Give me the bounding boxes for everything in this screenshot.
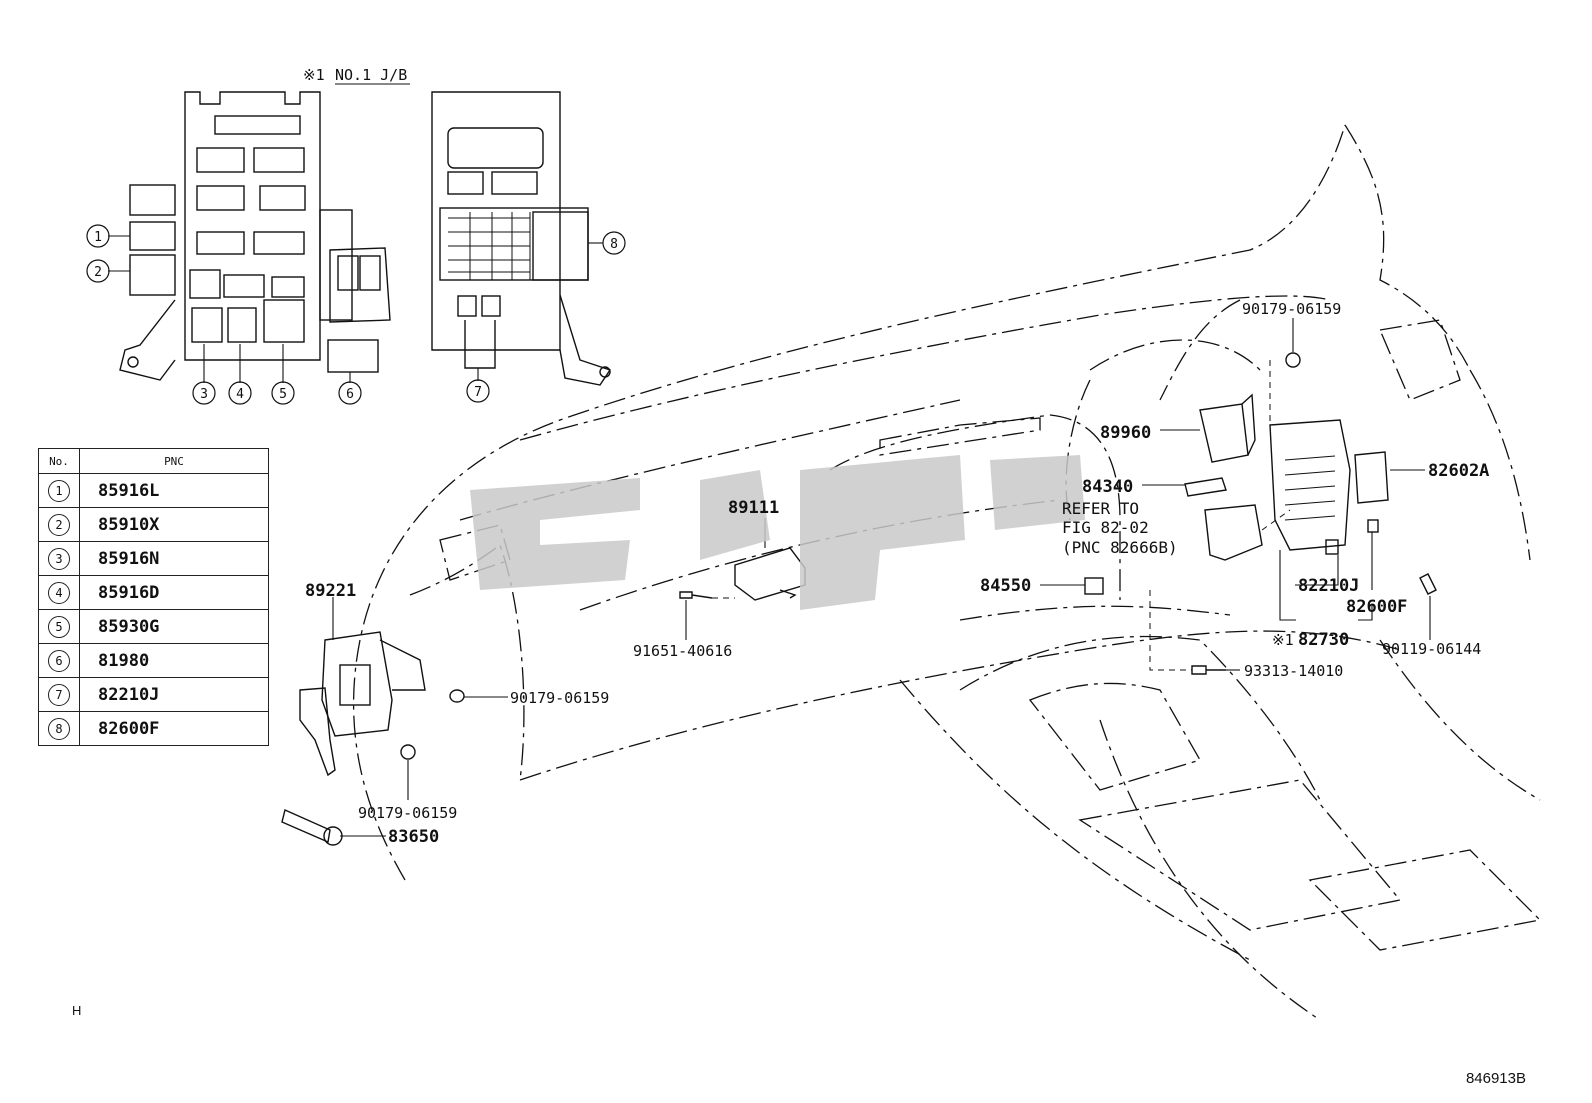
nut-90179-c bbox=[1285, 352, 1301, 368]
row-pnc: 81980 bbox=[79, 643, 269, 678]
row-pnc: 85916L bbox=[79, 473, 269, 508]
part-83650-bulb bbox=[281, 809, 343, 846]
bolt-90119 bbox=[1419, 573, 1437, 595]
callout-6: 6 bbox=[346, 387, 354, 402]
row-no: 3 bbox=[48, 547, 70, 570]
part-89111-module bbox=[734, 547, 806, 601]
label-82602A: 82602A bbox=[1428, 461, 1489, 481]
callout-4: 4 bbox=[236, 387, 244, 402]
part-82602A bbox=[1354, 451, 1389, 504]
callout-3: 3 bbox=[200, 387, 208, 402]
row-no: 4 bbox=[48, 581, 70, 604]
callout-numbers: 1 2 3 4 5 6 7 8 bbox=[94, 230, 618, 402]
row-pnc: 85916N bbox=[79, 541, 269, 576]
callout-leaders bbox=[108, 83, 603, 383]
jb-title: NO.1 J/B bbox=[335, 66, 407, 84]
pnc-table-header: No. PNC bbox=[38, 448, 269, 474]
callout-circles bbox=[86, 224, 626, 405]
header-no: No. bbox=[38, 448, 80, 474]
label-refer-1: REFER TO bbox=[1062, 499, 1139, 518]
label-83650: 83650 bbox=[388, 827, 439, 847]
label-82210J: 82210J bbox=[1298, 576, 1359, 596]
part-82666b bbox=[1204, 504, 1263, 561]
row-no: 5 bbox=[48, 615, 70, 638]
label-82600F: 82600F bbox=[1346, 597, 1407, 617]
row-no: 6 bbox=[48, 649, 70, 672]
bolt-91651 bbox=[679, 591, 713, 599]
label-90119: 90119-06144 bbox=[1382, 640, 1481, 658]
part-84340-switch bbox=[1184, 477, 1227, 497]
label-82730-mark: ※1 bbox=[1272, 631, 1294, 649]
table-row: 8 82600F bbox=[38, 711, 269, 746]
callout-5: 5 bbox=[279, 387, 287, 402]
label-refer-2: FIG 82-02 bbox=[1062, 518, 1149, 537]
row-pnc: 82210J bbox=[79, 677, 269, 712]
watermark-logo bbox=[470, 455, 1085, 610]
row-no: 1 bbox=[48, 479, 70, 502]
junction-block-rear bbox=[431, 91, 612, 386]
figure-code: 846913B bbox=[1465, 1070, 1526, 1087]
row-pnc: 85930G bbox=[79, 609, 269, 644]
footer-mark: H bbox=[72, 1003, 82, 1018]
header-pnc: PNC bbox=[79, 448, 269, 474]
row-pnc: 85916D bbox=[79, 575, 269, 610]
label-90179-a: 90179-06159 bbox=[510, 689, 609, 707]
label-91651: 91651-40616 bbox=[633, 642, 732, 660]
callout-8: 8 bbox=[610, 237, 618, 252]
row-no: 7 bbox=[48, 683, 70, 706]
bolt-93313 bbox=[1191, 665, 1226, 675]
row-no: 2 bbox=[48, 513, 70, 536]
dashed-leaders bbox=[712, 360, 1291, 671]
table-row: 7 82210J bbox=[38, 677, 269, 712]
part-84550 bbox=[1084, 577, 1104, 595]
nut-90179-a bbox=[449, 689, 465, 703]
table-row: 1 85916L bbox=[38, 473, 269, 508]
row-pnc: 85910X bbox=[79, 507, 269, 542]
callout-7: 7 bbox=[474, 385, 482, 400]
junction-block-front bbox=[119, 91, 391, 381]
callout-2: 2 bbox=[94, 265, 102, 280]
label-refer-3: (PNC 82666B) bbox=[1062, 538, 1178, 557]
jb-title-mark: ※1 bbox=[303, 66, 325, 84]
label-89221: 89221 bbox=[305, 581, 356, 601]
part-89960 bbox=[1199, 393, 1256, 463]
label-89960: 89960 bbox=[1100, 423, 1151, 443]
part-82730-junction-block bbox=[1269, 419, 1351, 551]
nut-90179-b bbox=[400, 744, 416, 760]
part-82600F bbox=[1367, 519, 1379, 533]
table-row: 2 85910X bbox=[38, 507, 269, 542]
label-84550: 84550 bbox=[980, 576, 1031, 596]
label-84340: 84340 bbox=[1082, 477, 1133, 497]
label-90179-c: 90179-06159 bbox=[1242, 300, 1341, 318]
callout-1: 1 bbox=[94, 230, 102, 245]
part-89221-module bbox=[299, 631, 426, 777]
table-row: 5 85930G bbox=[38, 609, 269, 644]
part-82210J bbox=[1325, 539, 1339, 555]
label-93313: 93313-14010 bbox=[1244, 662, 1343, 680]
label-90179-b: 90179-06159 bbox=[358, 804, 457, 822]
label-89111: 89111 bbox=[728, 498, 779, 518]
row-pnc: 82600F bbox=[79, 711, 269, 746]
table-row: 6 81980 bbox=[38, 643, 269, 678]
row-no: 8 bbox=[48, 717, 70, 740]
table-row: 3 85916N bbox=[38, 541, 269, 576]
label-82730: 82730 bbox=[1298, 630, 1349, 650]
table-row: 4 85916D bbox=[38, 575, 269, 610]
